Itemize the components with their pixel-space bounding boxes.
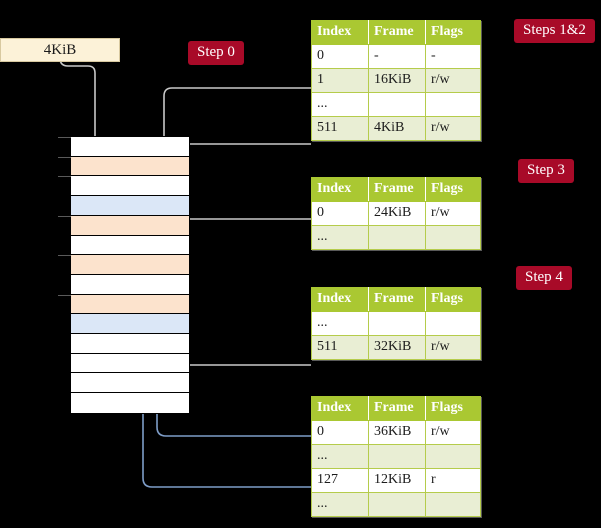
cell-frame: 24KiB [368, 201, 426, 226]
memory-frame-row [58, 137, 189, 157]
cell-frame: 36KiB [368, 420, 426, 445]
memory-frame-row [58, 294, 189, 315]
cell-frame: 12KiB [368, 468, 426, 493]
cell-flags: r/w [425, 201, 481, 226]
column-header-frame: Frame [368, 177, 426, 202]
cell-index: ... [311, 92, 369, 117]
cell-flags: r [425, 468, 481, 493]
memory-frame-row [71, 334, 189, 354]
cell-flags [425, 492, 481, 517]
cell-frame: 16KiB [368, 68, 426, 93]
cell-index: 0 [311, 420, 369, 445]
source-page-label: 4KiB [43, 41, 77, 58]
cell-index: ... [311, 444, 369, 469]
memory-frame-row [71, 274, 189, 295]
cell-frame: 32KiB [368, 335, 426, 360]
cell-index: 1 [311, 68, 369, 93]
cell-index: 511 [311, 116, 369, 141]
memory-frame-tick [58, 137, 71, 138]
memory-frame-row [71, 393, 189, 413]
memory-frame-row [58, 255, 189, 275]
memory-frame-tick [58, 156, 71, 158]
cell-flags: r/w [425, 116, 481, 141]
step-badge-3: Step 4 [516, 266, 572, 290]
table-row: ... [311, 444, 481, 469]
memory-frame-tick [58, 255, 71, 257]
wire-step3-table-to-memory [173, 218, 311, 282]
column-header-flags: Flags [425, 20, 481, 45]
cell-index: 511 [311, 335, 369, 360]
cell-index: 0 [311, 44, 369, 69]
memory-frame-row [71, 314, 189, 335]
cell-flags: r/w [425, 335, 481, 360]
memory-frame-row [71, 353, 189, 374]
cell-flags: - [425, 44, 481, 69]
step-badge-1: Steps 1&2 [514, 19, 595, 43]
memory-frame-tick [58, 294, 71, 296]
column-header-frame: Frame [368, 20, 426, 45]
cell-frame [368, 444, 426, 469]
column-header-index: Index [311, 177, 369, 202]
memory-frame-tick [58, 215, 71, 217]
memory-frame-row [58, 156, 189, 177]
memory-frame-row [71, 373, 189, 394]
cell-index: ... [311, 311, 369, 336]
cell-flags [425, 444, 481, 469]
cell-flags: r/w [425, 68, 481, 93]
column-header-index: Index [311, 20, 369, 45]
column-header-index: Index [311, 287, 369, 312]
column-header-index: Index [311, 396, 369, 421]
cell-flags: r/w [425, 420, 481, 445]
cell-flags [425, 225, 481, 250]
physical-memory-column [58, 136, 190, 414]
table-row: 0-- [311, 44, 481, 69]
memory-frame-row [71, 196, 189, 216]
column-header-flags: Flags [425, 177, 481, 202]
table-row: ... [311, 311, 481, 336]
cell-flags [425, 92, 481, 117]
step-badge-2: Step 3 [518, 159, 574, 183]
cell-frame [368, 311, 426, 336]
column-header-frame: Frame [368, 396, 426, 421]
memory-frame-tick [58, 176, 71, 178]
cell-index: ... [311, 492, 369, 517]
memory-frame-row [58, 176, 189, 197]
source-page-box: 4KiB [0, 38, 120, 62]
cell-index: 127 [311, 468, 369, 493]
table-row: ... [311, 492, 481, 517]
memory-frame-row [58, 215, 189, 236]
cell-index: 0 [311, 201, 369, 226]
table-row: ... [311, 225, 481, 250]
table-row: ... [311, 92, 481, 117]
column-header-flags: Flags [425, 396, 481, 421]
cell-frame: - [368, 44, 426, 69]
step-badge-0: Step 0 [188, 41, 244, 65]
cell-frame: 4KiB [368, 116, 426, 141]
cell-index: ... [311, 225, 369, 250]
cell-frame [368, 92, 426, 117]
memory-frame-row [71, 235, 189, 256]
cell-frame [368, 225, 426, 250]
cell-frame [368, 492, 426, 517]
cell-flags [425, 311, 481, 336]
column-header-flags: Flags [425, 287, 481, 312]
column-header-frame: Frame [368, 287, 426, 312]
